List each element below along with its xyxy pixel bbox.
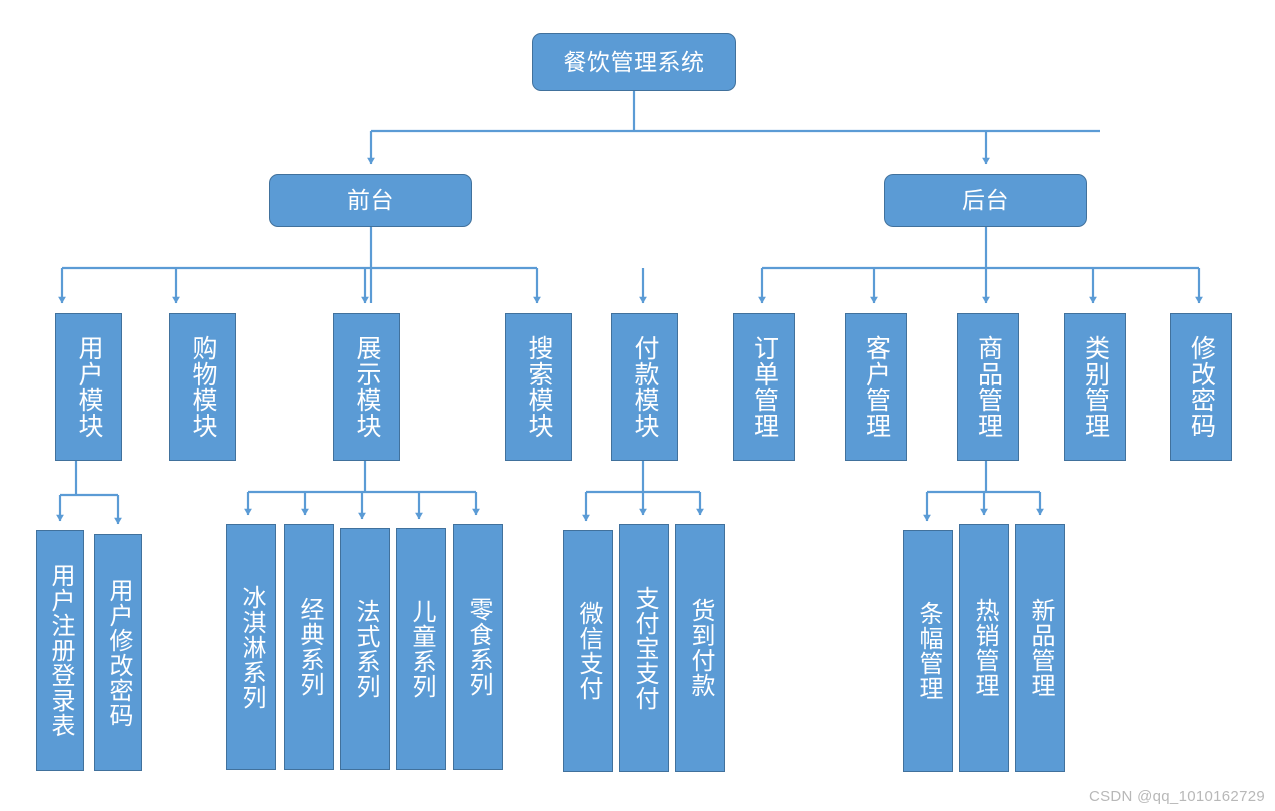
node-root-system[interactable]: 餐饮管理系统 <box>532 33 736 91</box>
node-goods-management[interactable]: 商品管理 <box>957 313 1019 461</box>
node-wechat-pay[interactable]: 微信支付 <box>563 530 613 772</box>
node-user-register-login-table[interactable]: 用户注册登录表 <box>36 530 84 771</box>
node-icecream-series[interactable]: 冰淇淋系列 <box>226 524 276 770</box>
node-frontend[interactable]: 前台 <box>269 174 472 227</box>
node-display-module[interactable]: 展示模块 <box>333 313 400 461</box>
node-alipay[interactable]: 支付宝支付 <box>619 524 669 772</box>
node-classic-series[interactable]: 经典系列 <box>284 524 334 770</box>
node-customer-management[interactable]: 客户管理 <box>845 313 907 461</box>
csdn-watermark: CSDN @qq_1010162729 <box>1088 788 1265 805</box>
node-cash-on-delivery[interactable]: 货到付款 <box>675 524 725 772</box>
node-change-password[interactable]: 修改密码 <box>1170 313 1232 461</box>
node-french-series[interactable]: 法式系列 <box>340 528 390 770</box>
node-snack-series[interactable]: 零食系列 <box>453 524 503 770</box>
node-new-product-management[interactable]: 新品管理 <box>1015 524 1065 772</box>
node-order-management[interactable]: 订单管理 <box>733 313 795 461</box>
node-backend[interactable]: 后台 <box>884 174 1087 227</box>
node-shopping-module[interactable]: 购物模块 <box>169 313 236 461</box>
node-user-change-password[interactable]: 用户修改密码 <box>94 534 142 771</box>
node-payment-module[interactable]: 付款模块 <box>611 313 678 461</box>
node-banner-management[interactable]: 条幅管理 <box>903 530 953 772</box>
node-children-series[interactable]: 儿童系列 <box>396 528 446 770</box>
node-search-module[interactable]: 搜索模块 <box>505 313 572 461</box>
node-hot-sale-management[interactable]: 热销管理 <box>959 524 1009 772</box>
node-category-management[interactable]: 类别管理 <box>1064 313 1126 461</box>
node-user-module[interactable]: 用户模块 <box>55 313 122 461</box>
